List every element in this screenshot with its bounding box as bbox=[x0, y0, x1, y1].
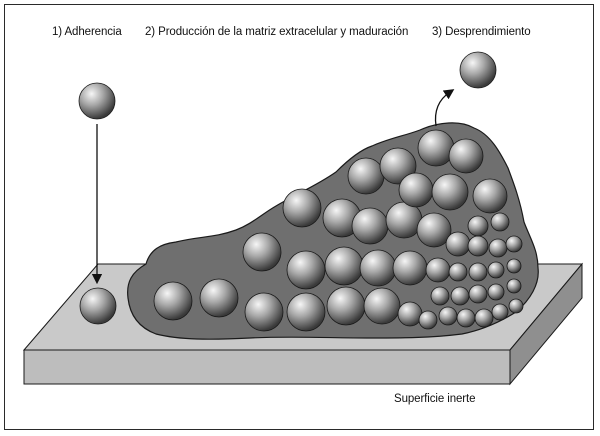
bacteria-cell-22 bbox=[448, 262, 468, 282]
bacteria-cell-6 bbox=[286, 292, 326, 332]
bacteria-cell-40 bbox=[467, 215, 489, 237]
bacteria-cell-34 bbox=[385, 201, 423, 239]
bacteria-cell-45 bbox=[431, 173, 469, 211]
bacteria-cell-16 bbox=[242, 232, 282, 272]
bacteria-cell-47 bbox=[417, 129, 455, 167]
bacteria-cell-43 bbox=[379, 147, 417, 185]
bacteria-cell-48 bbox=[448, 138, 484, 174]
bacteria-cell-37 bbox=[467, 235, 489, 257]
bacteria-cell-36 bbox=[445, 231, 471, 257]
bacteria-cell-17 bbox=[286, 250, 326, 290]
bacteria-cell-5 bbox=[244, 292, 284, 332]
detachment-arrow bbox=[434, 89, 455, 127]
bacteria-cell-13 bbox=[474, 308, 494, 328]
bacteria-cell-18 bbox=[324, 246, 364, 286]
bacteria-cell-10 bbox=[418, 310, 438, 330]
bacteria-cell-42 bbox=[347, 157, 385, 195]
bacteria-cell-27 bbox=[450, 286, 470, 306]
bacteria-cell-46 bbox=[472, 178, 508, 214]
bacteria-cell-9 bbox=[397, 301, 423, 327]
bacteria-cell-20 bbox=[392, 250, 428, 286]
bacteria-cell-30 bbox=[506, 278, 522, 294]
bacteria-cell-11 bbox=[438, 306, 458, 326]
bacteria-cell-31 bbox=[282, 188, 322, 228]
stage-1-label: 1) Adherencia bbox=[52, 26, 122, 38]
bacteria-cell-7 bbox=[326, 286, 366, 326]
bacteria-cell-35 bbox=[416, 212, 452, 248]
bacteria-cell-23 bbox=[468, 262, 488, 282]
bacteria-cell-38 bbox=[488, 238, 508, 258]
bacteria-cell-14 bbox=[491, 303, 509, 321]
figure-frame bbox=[4, 4, 594, 430]
bacteria-cell-4 bbox=[199, 278, 239, 318]
bacteria-cell-15 bbox=[508, 298, 524, 314]
free-cell bbox=[78, 82, 116, 120]
bacteria-cell-26 bbox=[430, 286, 450, 306]
bacteria-cell-19 bbox=[359, 249, 397, 287]
surface-slab-side bbox=[509, 262, 583, 386]
bacteria-cell-24 bbox=[487, 261, 505, 279]
stage-3-label: 3) Desprendimiento bbox=[432, 26, 531, 38]
bacteria-cell-39 bbox=[505, 235, 523, 253]
surface-slab-front bbox=[23, 349, 511, 385]
bacteria-cell-25 bbox=[506, 258, 522, 274]
bacteria-cell-8 bbox=[363, 287, 401, 325]
bacteria-cell-12 bbox=[456, 308, 476, 328]
bacteria-cell-29 bbox=[487, 283, 505, 301]
stage-2-label: 2) Producción de la matriz extracelular … bbox=[145, 26, 409, 38]
bacteria-cell-3 bbox=[153, 281, 193, 321]
bacteria-cell-41 bbox=[490, 212, 510, 232]
bacteria-cell-28 bbox=[468, 284, 488, 304]
adhered-cell bbox=[79, 287, 117, 325]
bacteria-cell-33 bbox=[351, 207, 389, 245]
bacteria-cell-21 bbox=[425, 257, 451, 283]
detached-cell bbox=[459, 51, 497, 89]
surface-label: Superficie inerte bbox=[394, 393, 476, 405]
bacteria-cells bbox=[78, 51, 524, 332]
bacteria-cell-44 bbox=[398, 172, 434, 208]
